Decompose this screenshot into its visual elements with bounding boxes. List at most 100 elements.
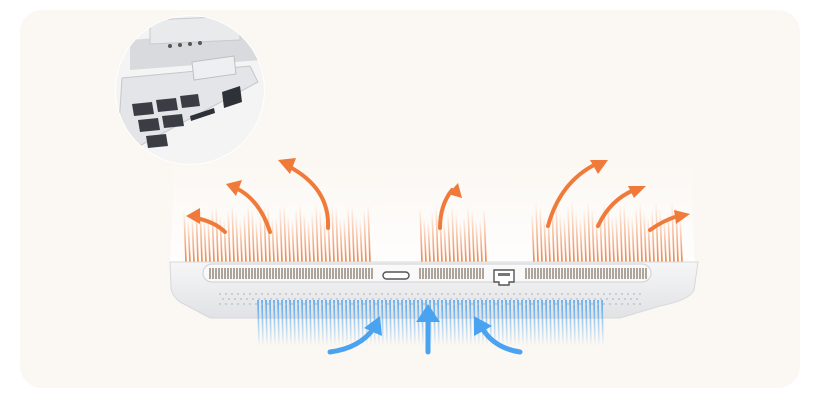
vent-dot [288,298,290,300]
vent-dot [585,303,587,305]
vent-dot [492,298,494,300]
vent-dot [507,303,509,305]
vent-dot [540,298,542,300]
vent-dot [279,293,281,295]
vent-dot [327,303,329,305]
vent-dot [336,298,338,300]
cool-air-streak [346,300,347,346]
vent-dot [489,293,491,295]
cool-air-streak [290,300,291,346]
vent-dot [276,298,278,300]
cool-air-streak [410,300,411,346]
cool-air-streak [314,300,315,346]
cool-air-streak [558,300,559,346]
vent-dot [576,298,578,300]
vent-dot [273,293,275,295]
vent-dot [459,293,461,295]
cool-air-streak [270,300,271,346]
vent-dot [333,293,335,295]
cool-air-streak [298,300,299,346]
vent-dot [498,298,500,300]
vent-dot [225,303,227,305]
vent-dot [270,298,272,300]
vent-dot [447,293,449,295]
vent-dot [531,303,533,305]
cool-air-streak [382,300,383,346]
vent-dot [342,298,344,300]
vent-dot [363,303,365,305]
vent-dot [531,293,533,295]
vent-dot [582,298,584,300]
vent-dot [639,293,641,295]
cool-air-streak [334,300,335,346]
vent-dot [267,293,269,295]
vent-dot [405,303,407,305]
cool-air-streak [506,300,507,346]
vent-dot [579,293,581,295]
vent-dot [351,293,353,295]
vent-dot [603,303,605,305]
cool-air-streak [534,300,535,346]
vent-dot [228,298,230,300]
vent-dot [621,293,623,295]
vent-dot [399,293,401,295]
vent-dot [252,298,254,300]
vent-dot [279,303,281,305]
vent-dot [345,303,347,305]
vent-dot [291,303,293,305]
cool-air-streak [454,300,455,346]
vent-dot [366,298,368,300]
vent-dot [381,293,383,295]
cool-air-streak [390,300,391,346]
cool-air-streak [518,300,519,346]
cool-air-streak [502,300,503,346]
vent-dot [630,298,632,300]
vent-dot [510,298,512,300]
cool-air-streak [522,300,523,346]
vent-dot [447,303,449,305]
vent-dot [222,298,224,300]
vent-dot [561,293,563,295]
vent-dot [291,293,293,295]
cool-air-streak [442,300,443,346]
cool-air-streak [434,300,435,346]
vent-dot [363,293,365,295]
vent-dot [306,298,308,300]
cool-air-streak [414,300,415,346]
vent-dot [597,303,599,305]
cool-air-streak [578,300,579,346]
vent-dot [555,303,557,305]
vent-dot [426,298,428,300]
cool-air-streak [538,300,539,346]
cool-air-streak [342,300,343,346]
vent-dot [609,303,611,305]
vent-dot [552,298,554,300]
vent-dot [522,298,524,300]
vent-dot [399,303,401,305]
vent-dot [240,298,242,300]
vent-dot [357,303,359,305]
cool-air-streak [570,300,571,346]
vent-dot [390,298,392,300]
vent-dot [588,298,590,300]
vent-dot [375,293,377,295]
vent-dot [627,303,629,305]
cool-air-streak [546,300,547,346]
vent-dot [519,293,521,295]
vent-dot [633,303,635,305]
vent-dot [312,298,314,300]
vent-dot [525,293,527,295]
cool-air-streak [438,300,439,346]
cool-air-streak [594,300,595,346]
vent-dot [555,293,557,295]
vent-dot [525,303,527,305]
vent-dot [405,293,407,295]
cool-air-streak [458,300,459,346]
vent-dot [477,293,479,295]
vent-dot [411,293,413,295]
vent-dot [534,298,536,300]
cool-air-streak [530,300,531,346]
vent-dot [402,298,404,300]
cool-air-streak [418,300,419,346]
